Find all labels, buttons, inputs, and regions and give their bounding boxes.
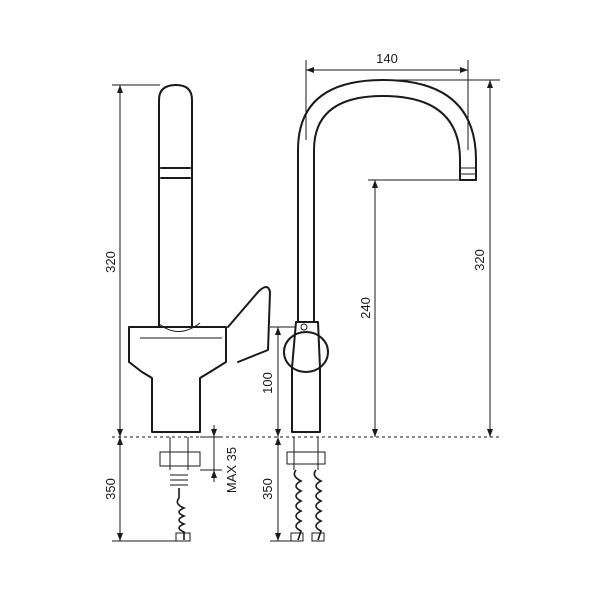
dimension-right-hose: 350: [260, 437, 291, 542]
dimension-label-body-height: 100: [260, 372, 275, 394]
front-view-hose-end-right: [311, 532, 325, 542]
side-view-shank-threads: [170, 474, 188, 486]
side-view-hose: [176, 488, 187, 540]
side-view-column: [158, 84, 193, 328]
side-view-body: [128, 326, 227, 433]
dimension-top-width: 140: [305, 51, 469, 150]
side-view: [128, 84, 271, 542]
front-view: [283, 79, 477, 542]
front-view-spout: [297, 79, 477, 323]
dimension-left-hose: 350: [103, 437, 176, 542]
front-view-body: [291, 321, 321, 433]
side-view-column-band: [160, 167, 191, 179]
dimension-label-top-width: 140: [376, 51, 398, 66]
dimension-label-right-hose: 350: [260, 478, 275, 500]
dimension-label-left-height: 320: [103, 251, 118, 273]
front-view-hose-left: [293, 469, 303, 541]
side-view-body-shading: [140, 322, 222, 339]
front-view-handle-screw: [300, 323, 308, 331]
side-view-shank: [169, 437, 189, 470]
dimension-label-right-height: 320: [472, 249, 487, 271]
side-view-nut: [159, 451, 201, 467]
dimension-label-left-hose: 350: [103, 478, 118, 500]
dimension-label-spout-height: 240: [358, 297, 373, 319]
dimension-spout-height: 240: [358, 179, 460, 437]
front-view-shanks: [293, 437, 319, 470]
front-view-nut: [286, 451, 326, 465]
front-view-aerator: [460, 167, 476, 175]
front-view-handle: [283, 331, 329, 373]
dimension-body-height: 100: [260, 326, 296, 437]
front-view-hose-right: [313, 469, 323, 541]
dimension-label-max-thickness: MAX 35: [224, 447, 239, 493]
front-view-hose-end-left: [290, 532, 304, 542]
dimension-left-height: 320: [103, 84, 160, 437]
dimension-max-thickness: MAX 35: [200, 425, 239, 493]
side-view-hose-end: [175, 532, 191, 542]
side-view-lever: [227, 286, 271, 363]
dimension-right-height: 320: [383, 79, 500, 437]
